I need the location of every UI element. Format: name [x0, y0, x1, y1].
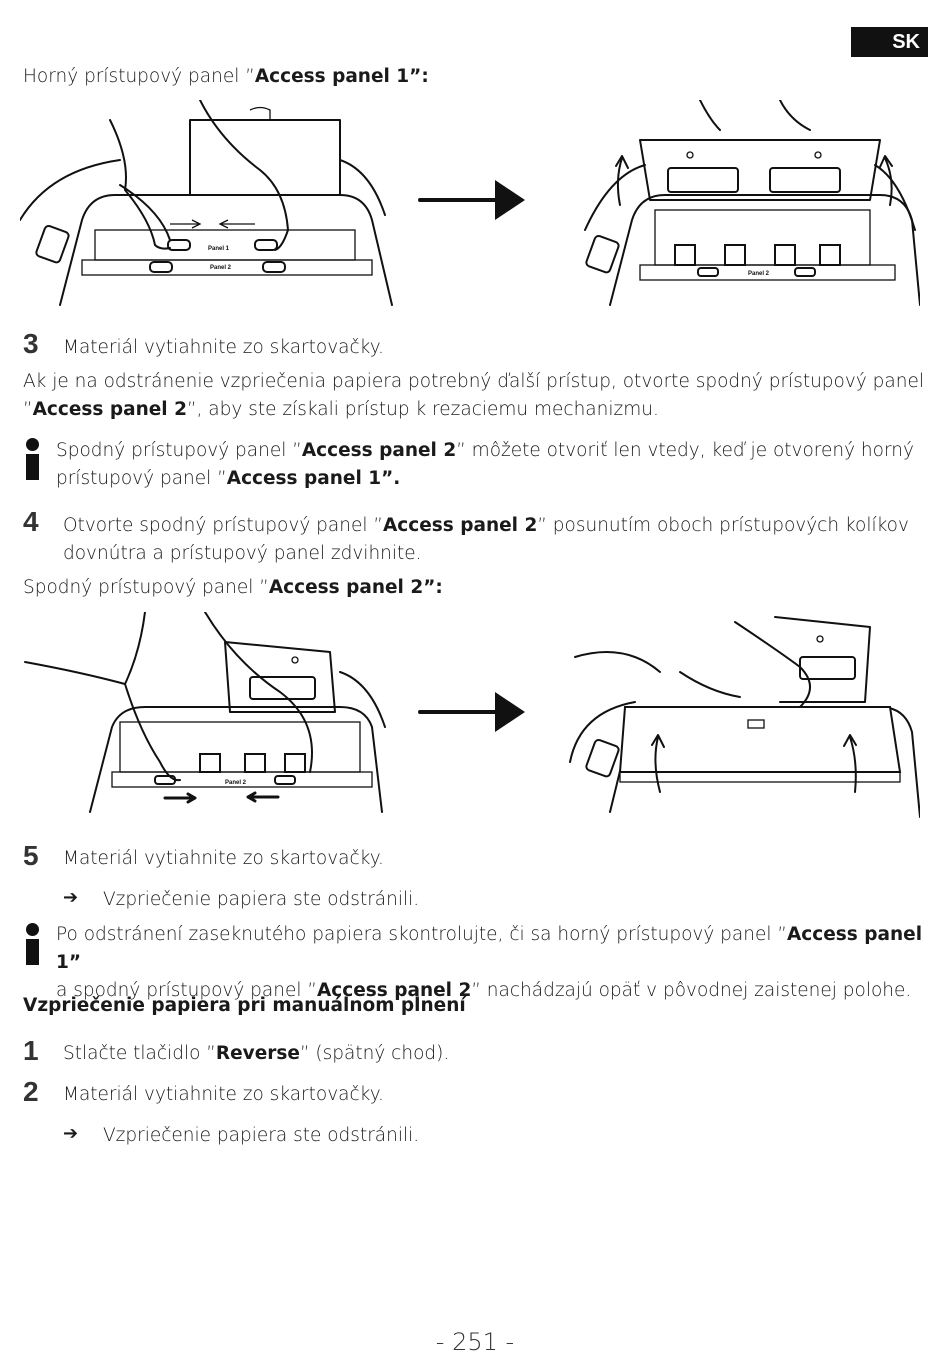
note-1-line2-bold: Access panel 1”. [226, 468, 401, 489]
access-paragraph: Ak je na odstránenie vzpriečenia papiera… [23, 368, 924, 424]
step-4-text-pre: Otvorte spodný prístupový panel ” [63, 515, 383, 536]
panel-1-label: Panel 1 [208, 246, 230, 252]
note-1-line2-text: prístupový panel ” [56, 468, 227, 489]
result-text-2: Vzpriečenie papiera ste odstránili. [103, 1125, 420, 1146]
note-1: Spodný prístupový panel ”Access panel 2”… [56, 437, 914, 493]
shredder-illustration-left-2: Panel 2 [24, 612, 386, 813]
heading-2-text: Spodný prístupový panel ” [23, 577, 269, 598]
step-4-line1: Otvorte spodný prístupový panel ”Access … [63, 512, 909, 540]
note-2-line2: a spodný prístupový panel ”Access panel … [56, 977, 936, 1005]
step-3-text: Materiál vytiahnite zo skartovačky. [63, 337, 384, 358]
note-2-bold: Access panel 1” [56, 924, 923, 973]
step-3-number: 3 [23, 328, 39, 359]
note-1-text-tail: ” môžete otvoriť len vtedy, keď je otvor… [456, 440, 914, 461]
access-paragraph-tail: ”, aby ste získali prístup k rezaciemu m… [186, 399, 659, 420]
section-title: Vzpriečenie papiera pri manuálnom plnení [23, 995, 466, 1016]
heading-access-panel-1: Horný prístupový panel ”Access panel 1”: [23, 63, 429, 91]
heading-access-panel-2: Spodný prístupový panel ”Access panel 2”… [23, 574, 443, 602]
language-badge: SK [851, 27, 928, 57]
step-5-number: 5 [23, 840, 39, 871]
right-arrow-icon-2 [418, 692, 525, 732]
step-4-text-post: ” posunutím oboch prístupových kolíkov [537, 515, 909, 536]
panel-2-label-fig2: Panel 2 [225, 780, 247, 786]
info-icon-2 [25, 923, 39, 965]
figure-access-panel-2: Panel 2 [24, 612, 920, 818]
manual-step-1-number: 1 [23, 1035, 39, 1066]
quote-open: ” [23, 399, 33, 420]
note-1-text: Spodný prístupový panel ” [56, 440, 302, 461]
access-panel-2-bold: Access panel 2 [32, 399, 187, 420]
right-arrow-icon [418, 180, 525, 220]
note-1-line1: Spodný prístupový panel ”Access panel 2”… [56, 437, 914, 465]
result-text-1: Vzpriečenie papiera ste odstránili. [103, 889, 420, 910]
note-1-line2: prístupový panel ”Access panel 1”. [56, 465, 914, 493]
result-arrow-icon-2: ➔ [63, 1123, 79, 1144]
heading-bold: Access panel 1”: [254, 66, 429, 87]
result-arrow-icon: ➔ [63, 887, 79, 908]
note-2-text: Po odstránení zaseknutého papiera skontr… [56, 924, 787, 945]
step-5-text: Materiál vytiahnite zo skartovačky. [63, 848, 384, 869]
manual-step-2-text: Materiál vytiahnite zo skartovačky. [63, 1084, 384, 1105]
heading-text: Horný prístupový panel ” [23, 66, 255, 87]
step-4-text: Otvorte spodný prístupový panel ”Access … [63, 512, 909, 568]
note-2-line2-bold: Access panel 2 [316, 980, 472, 1001]
access-paragraph-line2: ”Access panel 2”, aby ste získali prístu… [23, 396, 924, 424]
manual-step-1-pre: Stlačte tlačidlo ” [63, 1043, 216, 1064]
shredder-illustration-left: Panel 1 Panel 2 [20, 100, 393, 306]
step-4-bold: Access panel 2 [382, 515, 538, 536]
access-paragraph-line1: Ak je na odstránenie vzpriečenia papiera… [23, 371, 924, 392]
shredder-illustration-right-2 [569, 616, 920, 818]
reverse-label: Reverse [215, 1043, 300, 1064]
figure-access-panel-1: Panel 1 Panel 2 Panel 2 [20, 100, 920, 306]
note-2: Po odstránení zaseknutého papiera skontr… [56, 921, 936, 1005]
note-2-line2-tail: ” nachádzajú opäť v pôvodnej zaistenej p… [471, 980, 912, 1001]
note-1-bold: Access panel 2 [301, 440, 457, 461]
manual-step-1-text: Stlačte tlačidlo ”Reverse” (spätný chod)… [63, 1040, 449, 1068]
shredder-illustration-right: Panel 2 [584, 100, 920, 306]
step-4-number: 4 [23, 506, 39, 537]
panel-2-label-right: Panel 2 [748, 271, 770, 277]
info-icon [25, 438, 39, 480]
manual-step-1-post: ” (spätný chod). [299, 1043, 450, 1064]
manual-step-2-number: 2 [23, 1076, 39, 1107]
panel-2-label: Panel 2 [210, 265, 232, 271]
note-2-line1: Po odstránení zaseknutého papiera skontr… [56, 921, 936, 977]
page-number: - 251 - [435, 1328, 515, 1356]
step-4-line2: dovnútra a prístupový panel zdvihnite. [63, 543, 422, 564]
note-2-line2-text: a spodný prístupový panel ” [56, 980, 317, 1001]
heading-2-bold: Access panel 2”: [268, 577, 443, 598]
